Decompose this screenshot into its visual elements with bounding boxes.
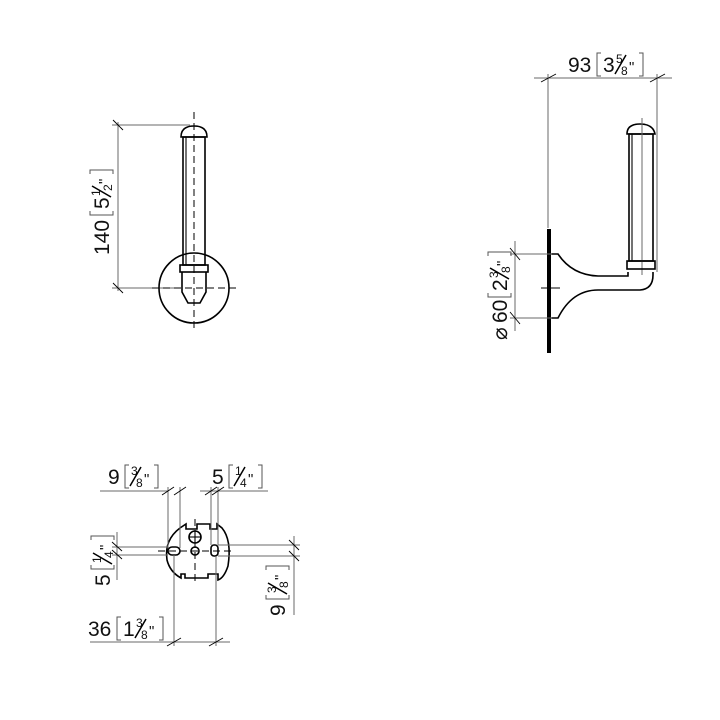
svg-text:8: 8 xyxy=(136,476,143,490)
svg-text:5: 5 xyxy=(212,466,224,489)
right-slot-height-dimension: 9 3 8 " xyxy=(265,565,291,616)
svg-text:⌀: ⌀ xyxy=(489,327,512,340)
svg-text:3: 3 xyxy=(265,586,279,593)
side-rosette-mm: 60 xyxy=(489,300,512,323)
left-slot-width-dimension: 9 3 8 " xyxy=(108,464,159,490)
svg-text:": " xyxy=(248,471,253,488)
svg-text:3: 3 xyxy=(136,616,143,630)
side-projection-mm: 93 xyxy=(568,54,591,77)
svg-text:5: 5 xyxy=(92,574,115,586)
mounting-plate-view: 9 3 8 " 5 1 4 " 5 1 4 " xyxy=(88,464,300,647)
svg-text:5: 5 xyxy=(91,197,114,209)
svg-text:": " xyxy=(272,575,289,580)
svg-text:": " xyxy=(144,471,149,488)
mounting-plate xyxy=(165,522,230,582)
side-rosette-dimension: ⌀ 60 2 3 8 " xyxy=(487,251,513,340)
side-projection-dimension: 93 3 5 8 " xyxy=(568,52,644,78)
svg-text:8: 8 xyxy=(621,64,628,78)
svg-text:36: 36 xyxy=(88,618,111,641)
svg-text:": " xyxy=(629,59,634,76)
svg-text:8: 8 xyxy=(141,628,148,642)
svg-text:9: 9 xyxy=(108,466,120,489)
right-slot-width-dimension: 5 1 4 " xyxy=(212,464,263,490)
svg-text:8: 8 xyxy=(277,581,291,588)
svg-text:8: 8 xyxy=(499,266,513,273)
svg-text:9: 9 xyxy=(267,604,290,616)
svg-text:1: 1 xyxy=(235,464,242,478)
svg-text:3: 3 xyxy=(131,464,138,478)
svg-text:5: 5 xyxy=(616,52,623,66)
left-slot-height-dimension: 5 1 4 " xyxy=(90,535,116,586)
svg-text:2: 2 xyxy=(489,279,512,291)
svg-text:4: 4 xyxy=(240,476,247,490)
front-view: 140 5 1 2 " xyxy=(89,112,236,330)
svg-text:3: 3 xyxy=(487,271,501,278)
hole-spacing-dimension: 36 1 3 8 " xyxy=(88,616,164,642)
svg-text:": " xyxy=(97,545,114,550)
svg-text:4: 4 xyxy=(102,551,116,558)
svg-text:1: 1 xyxy=(89,189,103,196)
side-cap xyxy=(626,123,656,135)
svg-text:": " xyxy=(96,179,113,184)
svg-text:3: 3 xyxy=(603,54,615,77)
front-height-mm: 140 xyxy=(91,220,114,255)
front-height-dimension: 140 5 1 2 " xyxy=(89,169,115,255)
svg-text:": " xyxy=(494,261,511,266)
svg-text:1: 1 xyxy=(123,618,135,641)
side-bar xyxy=(628,133,654,262)
svg-text:1: 1 xyxy=(90,556,104,563)
side-view: 93 3 5 8 " ⌀ 60 2 3 8 " xyxy=(487,52,672,353)
svg-text:": " xyxy=(149,623,154,640)
svg-text:2: 2 xyxy=(101,184,115,191)
